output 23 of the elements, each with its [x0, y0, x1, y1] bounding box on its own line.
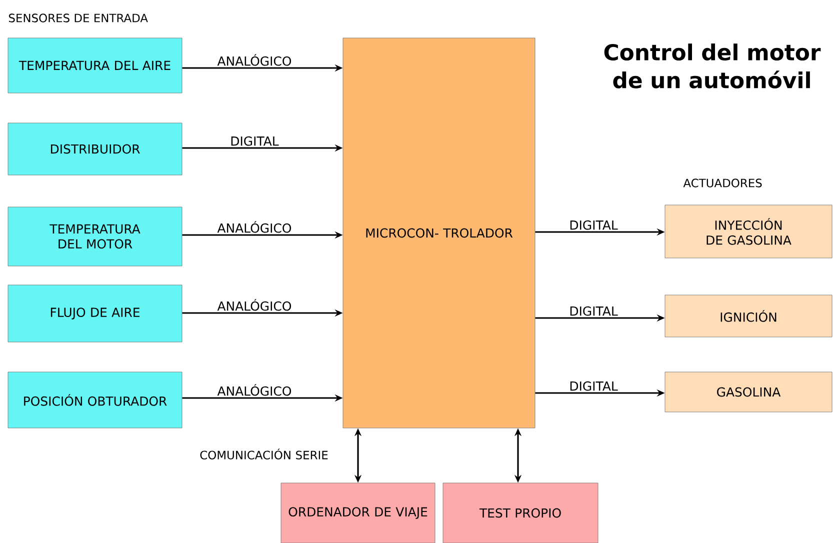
edge-label: ANALÓGICO — [217, 221, 292, 233]
sensor-box: POSICIÓN OBTURADOR — [8, 372, 182, 428]
actuator-box: GASOLINA — [664, 372, 832, 412]
peripheral-box: TEST PROPIO — [442, 482, 598, 543]
sensor-box: DISTRIBUIDOR — [8, 122, 182, 176]
edge-label: DIGITAL — [570, 306, 618, 316]
edge-label: DIGITAL — [570, 220, 618, 230]
peripheral-box: ORDENADOR DE VIAJE — [280, 482, 436, 543]
sensor-box: FLUJO DE AIRE — [8, 284, 182, 342]
edge-label: DIGITAL — [570, 381, 618, 391]
actuator-box: IGNICIÓN — [664, 294, 832, 338]
actuator-box: INYECCIÓN DE GASOLINA — [664, 204, 832, 258]
microcontroller-box: MICROCON- TROLADOR — [342, 38, 536, 428]
section-label: ACTUADORES — [683, 178, 762, 188]
section-label: SENSORES DE ENTRADA — [8, 14, 148, 22]
edge-label: DIGITAL — [231, 136, 279, 146]
edge-label: ANALÓGICO — [217, 384, 292, 396]
edge-label: ANALÓGICO — [217, 299, 292, 311]
sensor-box: TEMPERATURA DEL MOTOR — [8, 206, 182, 266]
edge-label: ANALÓGICO — [217, 54, 292, 66]
sensor-box: TEMPERATURA DEL AIRE — [8, 38, 182, 94]
title: Control del motor de un automóvil — [604, 44, 821, 88]
section-label: COMUNICACIÓN SERIE — [200, 448, 328, 460]
